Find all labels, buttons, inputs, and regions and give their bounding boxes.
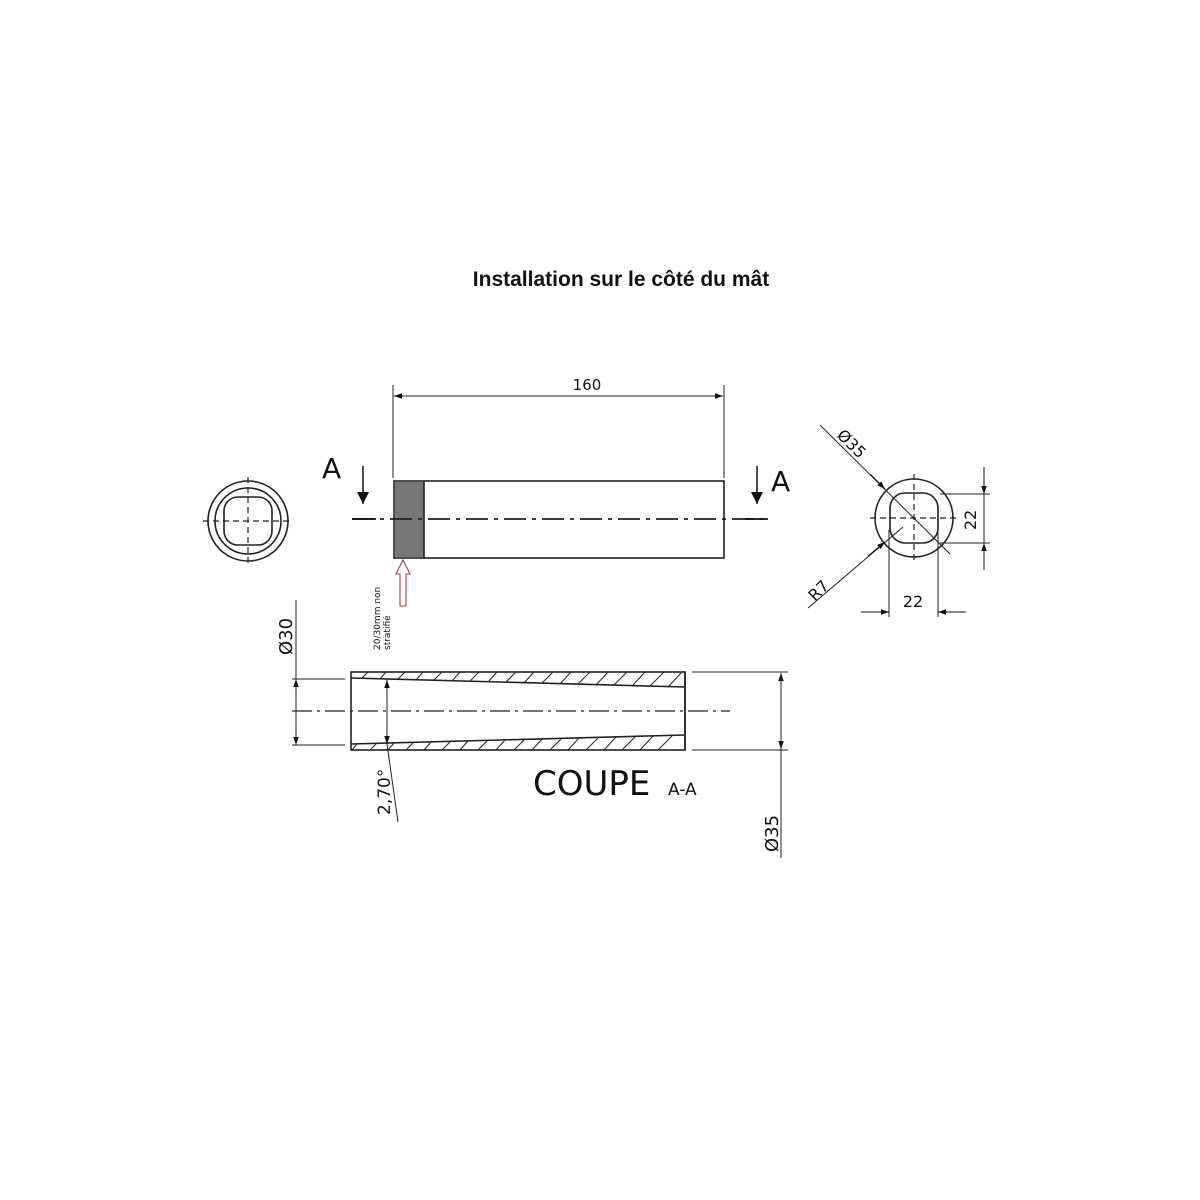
- corner-radius-label: R7: [804, 576, 832, 604]
- section-outer-diameter: Ø35: [762, 815, 783, 852]
- section-marker-left: A: [322, 452, 341, 485]
- side-view: 160 A A 20/30mm non stratifié: [322, 376, 790, 650]
- section-marker-right: A: [771, 465, 790, 498]
- end-view-outer-diameter: Ø35: [833, 425, 870, 462]
- length-dimension: 160: [573, 376, 602, 394]
- inner-width-dimension: 22: [903, 592, 923, 611]
- inner-height-dimension: 22: [961, 510, 980, 530]
- section-inner-diameter: Ø30: [276, 618, 297, 655]
- annotation-arrow-icon: [395, 558, 411, 607]
- section-view: Ø30 2,70° Ø35 COUPE A-A: [276, 600, 788, 858]
- section-label-sub: A-A: [668, 780, 697, 800]
- annotation-line2: stratifié: [382, 615, 393, 650]
- section-label: COUPE: [533, 764, 650, 804]
- taper-angle-label: 2,70°: [375, 769, 395, 815]
- end-view-right: Ø35 R7 22 22: [804, 424, 990, 617]
- end-view-left: [203, 477, 293, 565]
- annotation-line1: 20/30mm non: [373, 587, 383, 650]
- drawing-title: Installation sur le côté du mât: [472, 268, 770, 291]
